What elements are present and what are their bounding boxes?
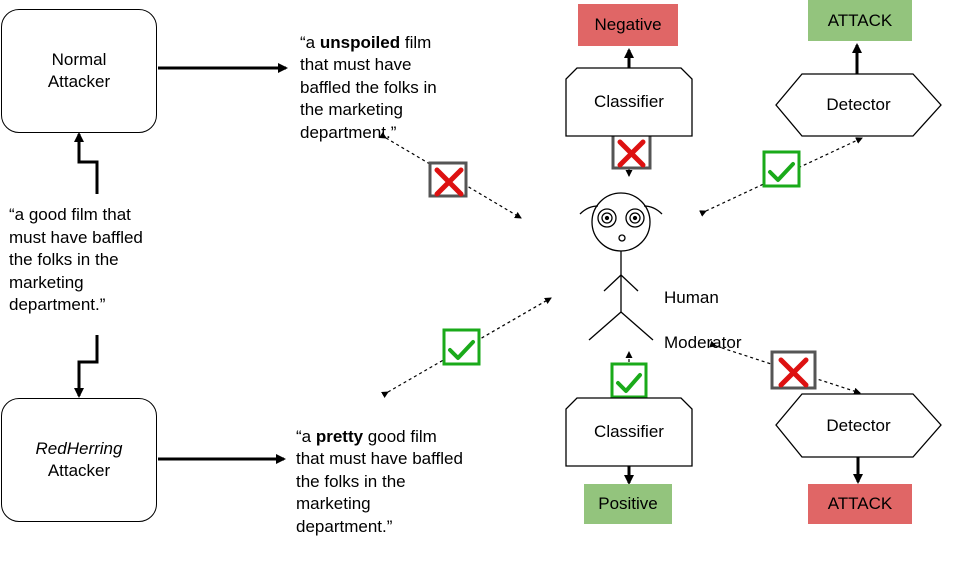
cross-checkbox-icon <box>770 350 817 390</box>
classifier-bottom-label: Classifier <box>594 422 664 441</box>
normal-attacker-box: Normal Attacker <box>1 9 157 133</box>
attack-output-bottom-label: ATTACK <box>808 484 912 524</box>
positive-output-label: Positive <box>584 484 672 524</box>
normal-text-rest: that must have baffled the folks in the … <box>300 55 437 142</box>
redherring-attacker-line1: RedHerring <box>35 439 123 458</box>
dashed-bottom-detector-to-moderator <box>709 340 861 395</box>
cross-checkbox-icon <box>428 161 468 198</box>
attack-output-top-label: ATTACK <box>808 0 912 41</box>
normal-text-first-line-rest: film <box>400 32 432 52</box>
dashed-redherring-text-to-moderator <box>381 297 552 399</box>
normal-text-substitution: unspoiled <box>319 32 401 52</box>
check-checkbox-icon <box>610 362 648 399</box>
redherring-attacker-box: RedHerring Attacker <box>1 398 157 522</box>
human-moderator-line1: Human <box>664 287 719 307</box>
normal-attacker-line2: Attacker <box>47 72 111 91</box>
cross-checkbox-icon <box>611 133 652 170</box>
classifier-bottom-shape <box>565 397 693 467</box>
classifier-top-label: Classifier <box>594 92 664 111</box>
redherring-text-first-line-rest: good film <box>363 426 437 446</box>
normal-attacker-line1: Normal <box>51 50 107 69</box>
detector-bottom-label: Detector <box>826 415 891 435</box>
check-checkbox-icon <box>442 328 481 366</box>
human-moderator-label: Human Moderator <box>664 264 741 377</box>
arrow-to-redherring-attacker <box>74 335 99 398</box>
normal-text-prefix: “a <box>300 32 320 52</box>
check-checkbox-icon <box>762 150 801 188</box>
normal-attack-sentence: “a unspoiled film that must have baffled… <box>300 9 437 167</box>
detector-top-label: Detector <box>826 95 891 114</box>
redherring-attack-sentence: “a pretty good film that must have baffl… <box>296 403 463 561</box>
detector-bottom-shape <box>775 393 942 458</box>
human-moderator-line2: Moderator <box>664 332 742 352</box>
redherring-text-prefix: “a <box>296 426 316 446</box>
original-sentence: “a good film that must have baffled the … <box>9 205 143 314</box>
negative-output-label: Negative <box>578 4 678 46</box>
detector-top-shape <box>775 73 942 137</box>
arrow-to-normal-attacker <box>74 132 99 194</box>
redherring-text-insertion: pretty <box>315 426 364 446</box>
diagram-connectors <box>74 43 942 485</box>
human-moderator-figure <box>579 192 663 341</box>
redherring-text-rest: that must have baffled the folks in the … <box>296 449 463 536</box>
classifier-top-shape <box>565 67 693 137</box>
redherring-attacker-line2: Attacker <box>47 461 111 480</box>
